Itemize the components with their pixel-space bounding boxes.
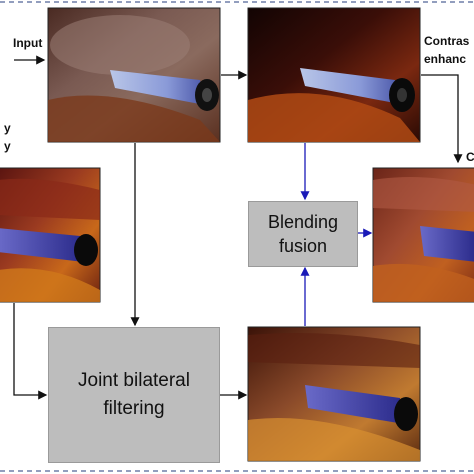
- blending-fusion-line1: Blending: [267, 212, 339, 232]
- output-label: C: [466, 150, 474, 164]
- contrast-label-line2: enhanc: [424, 52, 467, 66]
- joint-bilateral-filtering-box: Joint bilateral filtering: [48, 327, 220, 463]
- input-label: Input: [13, 36, 43, 50]
- filtered-image: [247, 326, 421, 462]
- left-label-line1: y: [4, 121, 11, 135]
- output-image: [372, 167, 474, 303]
- blending-fusion-box: Blending fusion: [248, 201, 358, 267]
- arrow-contrast-exit-right: [421, 74, 463, 164]
- contrast-label-line1: Contras: [424, 34, 470, 48]
- contrast-enhanced-image: [247, 7, 421, 143]
- left-enhanced-image: [0, 167, 101, 303]
- arrow-left-image-to-jbf: [13, 303, 48, 400]
- black-arrows: [13, 55, 463, 400]
- joint-bilateral-line2: filtering: [103, 398, 165, 419]
- blending-fusion-line2: fusion: [278, 236, 328, 256]
- input-image: [47, 7, 221, 143]
- blue-arrows: [300, 143, 373, 326]
- joint-bilateral-line1: Joint bilateral: [78, 370, 190, 391]
- left-label-line2: y: [4, 139, 11, 153]
